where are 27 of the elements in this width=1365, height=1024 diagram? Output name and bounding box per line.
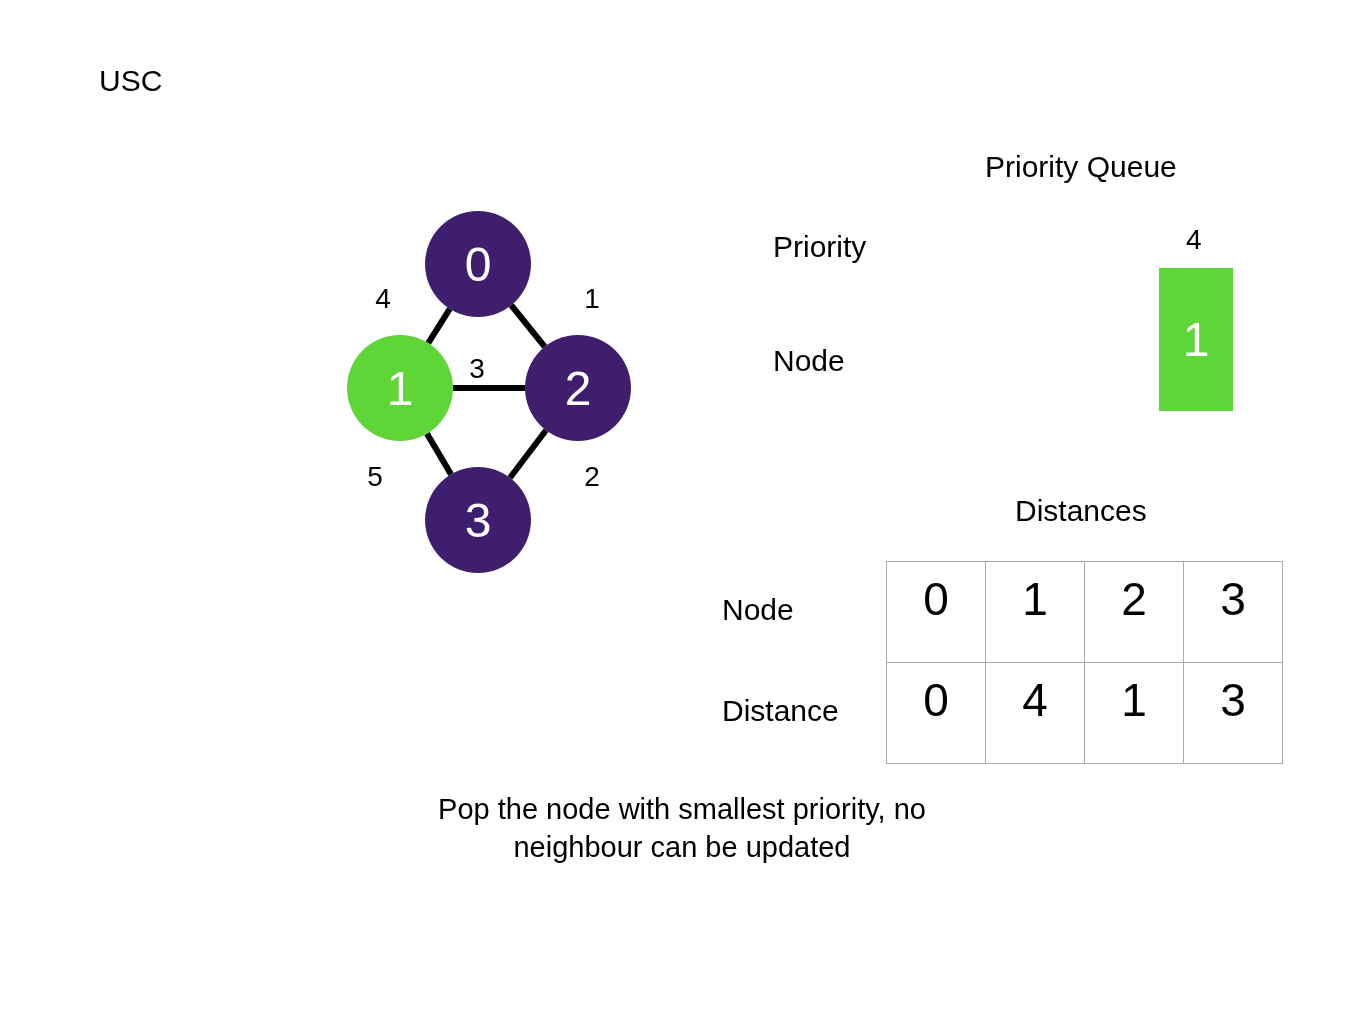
queue-entry-box: 1 bbox=[1159, 268, 1233, 411]
cell-value: 3 bbox=[1219, 673, 1247, 727]
edge-line bbox=[508, 303, 548, 349]
cell-value: 0 bbox=[922, 572, 950, 626]
graph-node-circle: 0 bbox=[425, 211, 531, 317]
row-label: Priority bbox=[773, 230, 867, 264]
caption: Pop the node with smallest priority, no neighbour can be updated bbox=[437, 792, 927, 865]
cell-value: 0 bbox=[922, 673, 950, 727]
cell-value: 3 bbox=[1219, 572, 1247, 626]
priority-value: 4 bbox=[1186, 224, 1202, 256]
edge-line bbox=[507, 428, 549, 480]
section-heading: Priority Queue bbox=[985, 150, 1177, 184]
graph-node-circle: 2 bbox=[525, 335, 631, 441]
cell-value: 2 bbox=[1120, 572, 1148, 626]
edge-line bbox=[424, 432, 454, 476]
row-label: Node bbox=[722, 593, 794, 627]
graph-node-circle: 3 bbox=[425, 467, 531, 573]
cell-value: 1 bbox=[1021, 572, 1049, 626]
edge-line bbox=[425, 307, 453, 345]
cell-value: 1 bbox=[1120, 673, 1148, 727]
graph-node-circle: 1 bbox=[347, 335, 453, 441]
cell-value: 4 bbox=[1021, 673, 1049, 727]
edge-line bbox=[453, 385, 525, 391]
row-label: Distance bbox=[722, 694, 839, 728]
section-heading: Distances bbox=[1015, 494, 1147, 528]
row-label: Node bbox=[773, 344, 845, 378]
title: USC bbox=[99, 64, 163, 98]
